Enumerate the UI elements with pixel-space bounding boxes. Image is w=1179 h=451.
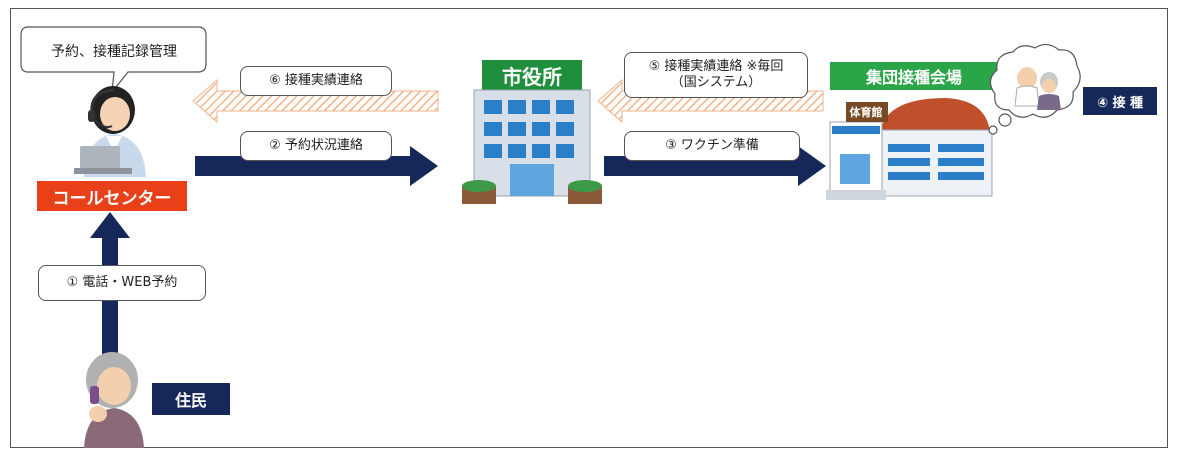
arrow-step5-left — [597, 78, 824, 124]
step5-label-line1: ⑤ 接種実績連絡 ※毎回 — [648, 58, 784, 74]
step2-label: ② 予約状況連絡 — [240, 131, 392, 161]
inoculation-label: ④ 接 種 — [1083, 87, 1157, 115]
diagram-frame — [10, 8, 1168, 448]
thought-cloud — [988, 43, 1081, 135]
operator-illustration — [74, 86, 146, 177]
arrow-step6-left — [192, 78, 439, 124]
management-speech-bubble — [20, 26, 207, 94]
call-center-label: コールセンター — [37, 181, 187, 211]
venue-label: 集団接種会場 — [830, 62, 998, 90]
management-bubble-text: 予約、接種記録管理 — [51, 44, 177, 60]
resident-label: 住民 — [152, 383, 230, 415]
step3-label: ③ ワクチン準備 — [624, 131, 800, 161]
step5-label: ⑤ 接種実績連絡 ※毎回 （国システム） — [624, 52, 808, 98]
resident-illustration — [84, 352, 144, 448]
gym-building — [826, 98, 993, 200]
step5-label-line2: （国システム） — [670, 75, 762, 90]
step1-label: ① 電話・WEB予約 — [38, 265, 206, 301]
city-hall-building — [462, 89, 602, 204]
city-hall-label: 市役所 — [482, 60, 582, 90]
gym-sign: 体育館 — [849, 106, 883, 119]
step6-label: ⑥ 接種実績連絡 — [240, 66, 392, 96]
